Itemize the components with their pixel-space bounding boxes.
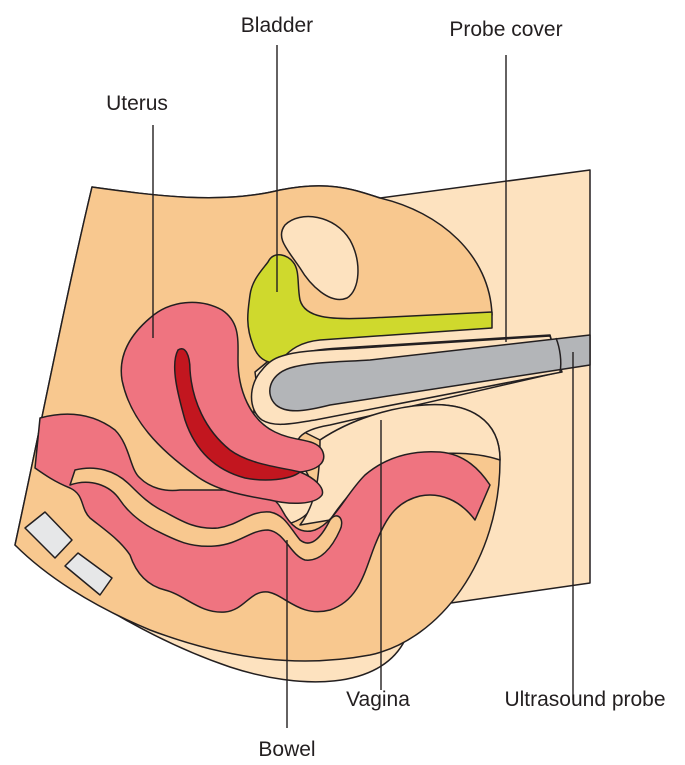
label-bladder: Bladder [241, 14, 313, 37]
label-bowel: Bowel [258, 738, 315, 761]
label-probe-cover: Probe cover [449, 18, 562, 41]
label-uterus: Uterus [106, 92, 168, 115]
label-vagina: Vagina [346, 688, 410, 711]
label-ultrasound-probe: Ultrasound probe [504, 688, 665, 711]
